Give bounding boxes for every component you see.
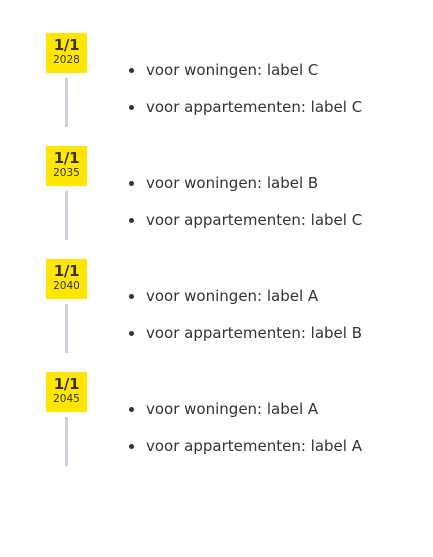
milestone-2035: 1/1 2035 voor woningen: label B voor app… xyxy=(0,146,433,259)
requirement-text: voor appartementen: label B xyxy=(146,324,362,342)
badge-year: 2040 xyxy=(53,280,80,292)
requirement-text: voor appartementen: label A xyxy=(146,437,362,455)
requirement-list: voor woningen: label A voor appartemente… xyxy=(128,285,362,359)
badge-year: 2035 xyxy=(53,167,80,179)
requirement-list: voor woningen: label C voor appartemente… xyxy=(128,59,362,133)
date-badge: 1/1 2028 xyxy=(46,33,87,73)
bullet-icon xyxy=(129,218,134,223)
list-item: voor appartementen: label A xyxy=(128,435,362,472)
timeline-connector xyxy=(65,191,68,240)
bullet-icon xyxy=(129,181,134,186)
bullet-icon xyxy=(129,68,134,73)
requirement-text: voor appartementen: label C xyxy=(146,98,363,116)
badge-date: 1/1 xyxy=(53,262,80,280)
timeline-connector xyxy=(65,304,68,353)
badge-year: 2028 xyxy=(53,54,80,66)
list-item: voor woningen: label C xyxy=(128,59,362,96)
bullet-icon xyxy=(129,407,134,412)
bullet-icon xyxy=(129,294,134,299)
requirement-text: voor woningen: label A xyxy=(146,400,319,418)
requirement-text: voor woningen: label A xyxy=(146,287,319,305)
list-item: voor appartementen: label B xyxy=(128,322,362,359)
requirement-text: voor woningen: label B xyxy=(146,174,319,192)
bullet-icon xyxy=(129,331,134,336)
milestone-2028: 1/1 2028 voor woningen: label C voor app… xyxy=(0,33,433,146)
timeline-connector xyxy=(65,78,68,127)
requirement-text: voor woningen: label C xyxy=(146,61,319,79)
requirement-list: voor woningen: label A voor appartemente… xyxy=(128,398,362,472)
milestone-2040: 1/1 2040 voor woningen: label A voor app… xyxy=(0,259,433,372)
milestone-2045: 1/1 2045 voor woningen: label A voor app… xyxy=(0,372,433,485)
date-badge: 1/1 2035 xyxy=(46,146,87,186)
timeline-connector xyxy=(65,417,68,466)
list-item: voor woningen: label A xyxy=(128,398,362,435)
list-item: voor woningen: label A xyxy=(128,285,362,322)
badge-date: 1/1 xyxy=(53,375,80,393)
requirement-list: voor woningen: label B voor appartemente… xyxy=(128,172,362,246)
date-badge: 1/1 2045 xyxy=(46,372,87,412)
badge-date: 1/1 xyxy=(53,36,80,54)
list-item: voor appartementen: label C xyxy=(128,209,362,246)
badge-year: 2045 xyxy=(53,393,80,405)
list-item: voor appartementen: label C xyxy=(128,96,362,133)
list-item: voor woningen: label B xyxy=(128,172,362,209)
bullet-icon xyxy=(129,444,134,449)
requirement-text: voor appartementen: label C xyxy=(146,211,363,229)
badge-date: 1/1 xyxy=(53,149,80,167)
bullet-icon xyxy=(129,105,134,110)
date-badge: 1/1 2040 xyxy=(46,259,87,299)
